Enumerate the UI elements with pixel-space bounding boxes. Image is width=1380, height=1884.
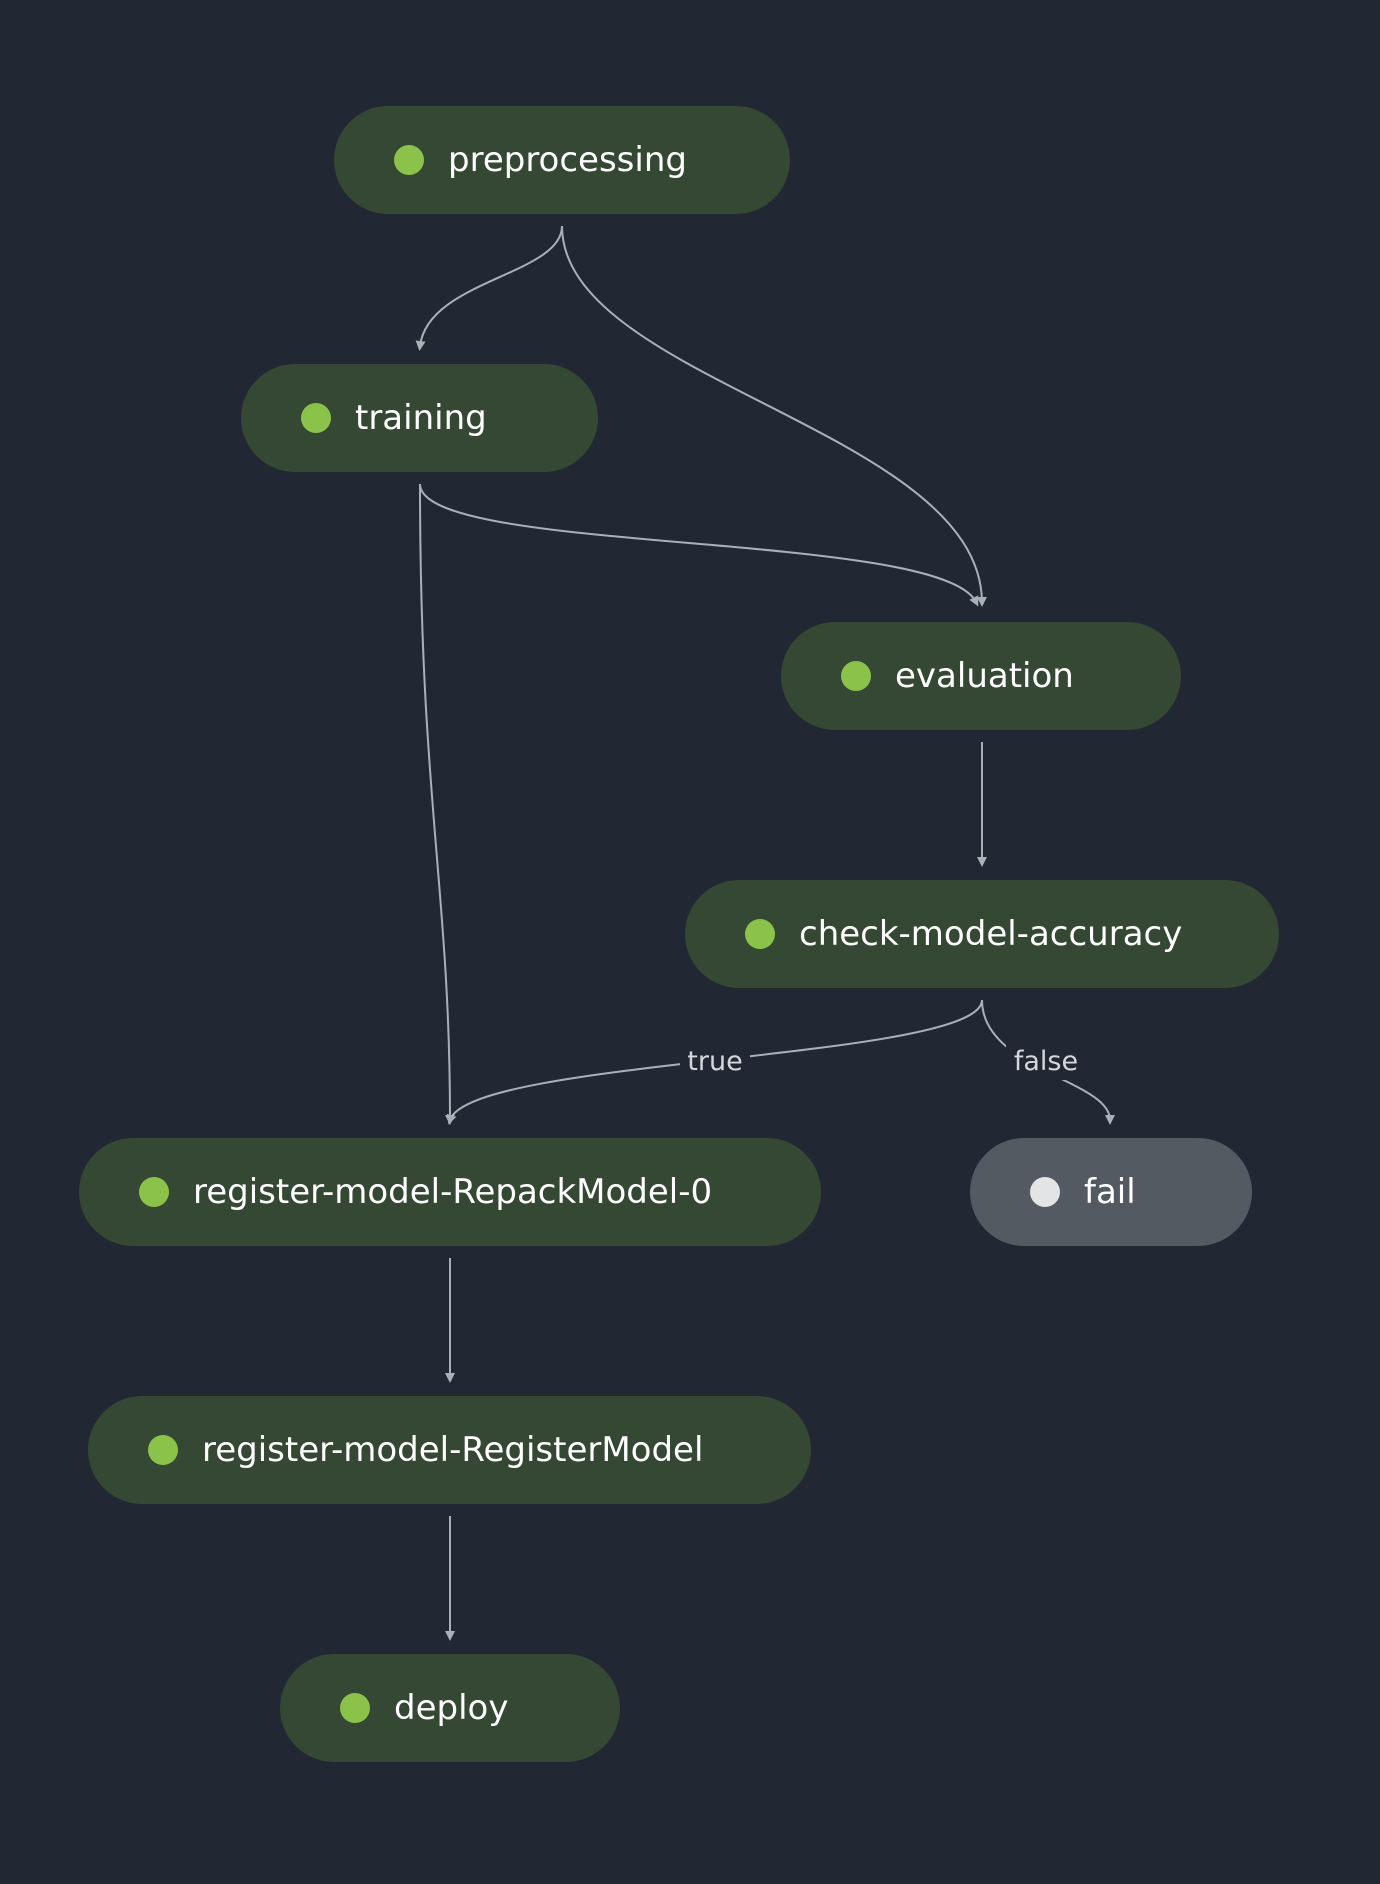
node-training[interactable]: training [241,364,598,472]
status-success-icon [394,145,424,175]
status-success-icon [139,1177,169,1207]
node-register-model-repackmodel[interactable]: register-model-RepackModel-0 [79,1138,821,1246]
node-register-model-registermodel[interactable]: register-model-RegisterModel [88,1396,811,1504]
node-label: training [355,398,487,438]
node-evaluation[interactable]: evaluation [781,622,1181,730]
node-check-model-accuracy[interactable]: check-model-accuracy [685,880,1279,988]
edge-preprocessing-evaluation [561,225,987,607]
edge-label-true-bg [680,1042,750,1080]
edge-label-false-bg [1006,1042,1086,1080]
status-success-icon [148,1435,178,1465]
node-preprocessing[interactable]: preprocessing [334,106,790,214]
edge-training-evaluation [419,483,979,607]
node-label: evaluation [895,656,1074,696]
node-label: preprocessing [448,140,687,180]
status-success-icon [841,661,871,691]
node-label: register-model-RepackModel-0 [193,1172,713,1212]
edge-label-true: true [687,1046,742,1077]
node-deploy[interactable]: deploy [280,1654,620,1762]
status-not-executed-icon [1030,1177,1060,1207]
edge-preprocessing-training [415,225,563,351]
node-label: check-model-accuracy [799,914,1183,954]
status-success-icon [745,919,775,949]
status-success-icon [301,403,331,433]
node-fail[interactable]: fail [970,1138,1252,1246]
node-label: fail [1084,1172,1136,1212]
node-label: deploy [394,1688,509,1728]
edge-label-false: false [1014,1046,1078,1077]
status-success-icon [340,1693,370,1723]
node-label: register-model-RegisterModel [202,1430,704,1470]
edge-training-repack [419,483,455,1125]
